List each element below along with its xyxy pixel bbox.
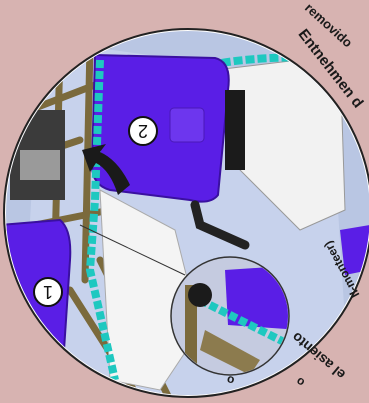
lower-seat-panel <box>0 220 70 400</box>
callout-1-label: 1 <box>43 282 53 303</box>
seat-badge <box>170 108 204 142</box>
callout-2-label: 2 <box>138 121 148 142</box>
callout-1: 1 <box>33 277 63 307</box>
callout-2: 2 <box>128 116 158 146</box>
